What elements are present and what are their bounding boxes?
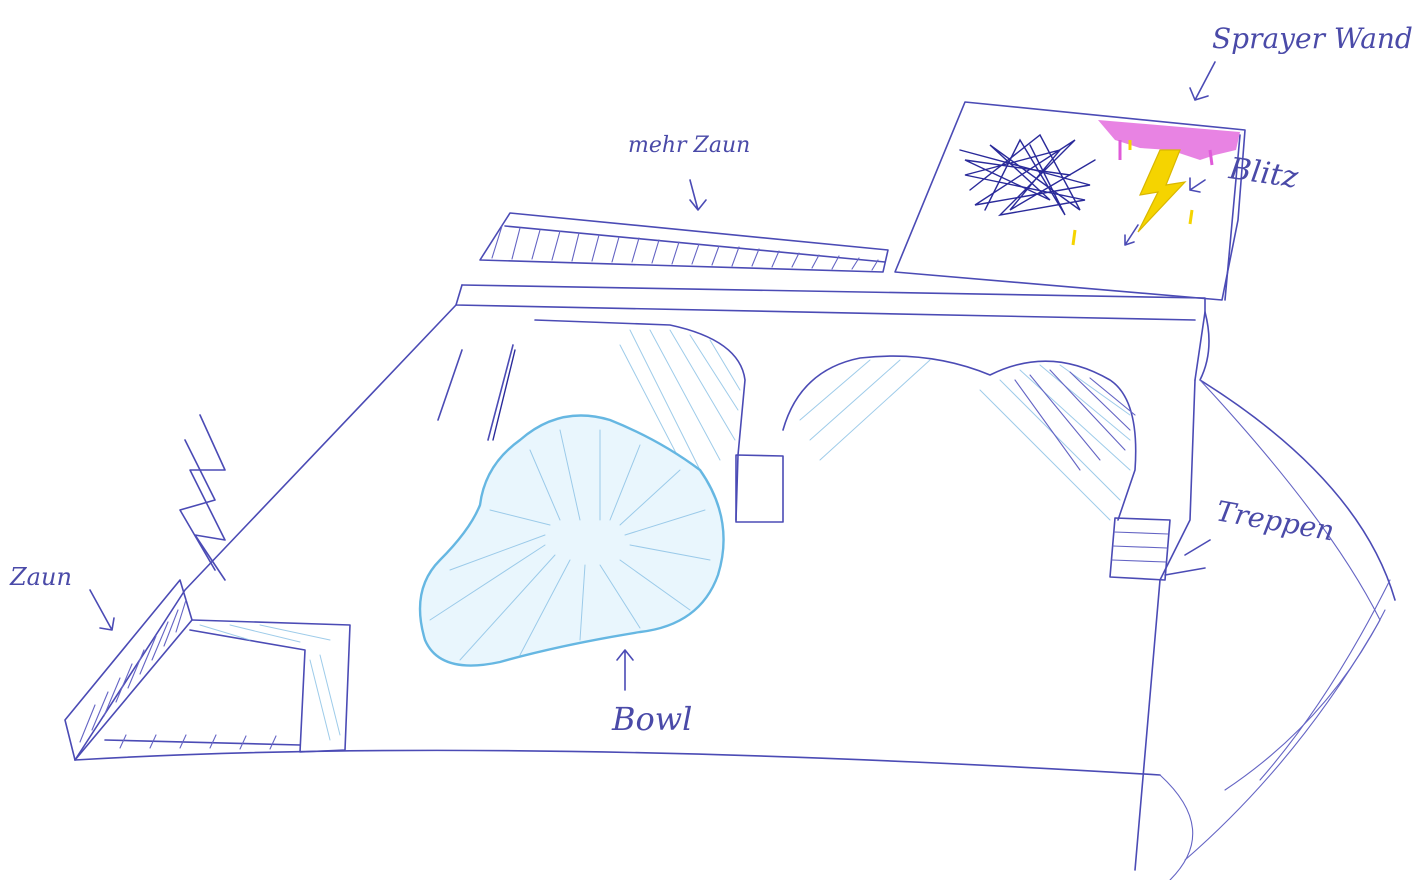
stairs (1110, 518, 1210, 580)
graffiti-scribble (960, 135, 1095, 215)
label-sprayer-wand: Sprayer Wand (1212, 22, 1413, 55)
label-mehr-zaun: mehr Zaun (628, 133, 750, 158)
park-platform (75, 285, 1395, 880)
label-bowl: Bowl (611, 700, 692, 738)
spray-wall (895, 102, 1245, 300)
label-blitz: Blitz (1226, 151, 1300, 195)
label-treppen: Treppen (1214, 494, 1337, 547)
bowl (420, 416, 724, 666)
back-fence (480, 213, 888, 272)
left-fence (65, 415, 350, 760)
lightning-bolt (1138, 150, 1185, 232)
label-zaun: Zaun (9, 563, 72, 591)
